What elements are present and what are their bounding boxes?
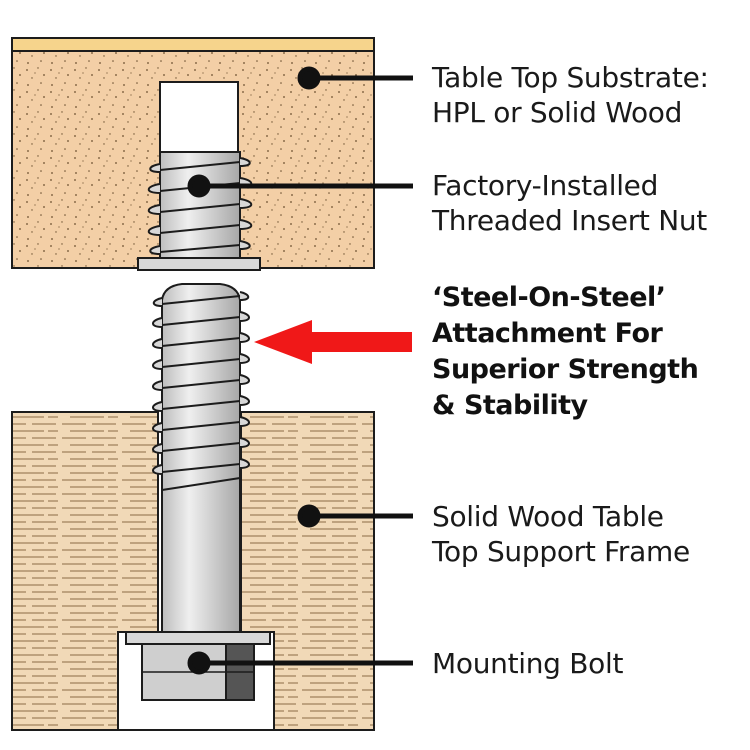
- label-insert-nut-line1: Factory-Installed: [432, 169, 659, 202]
- laminate-layer: [11, 37, 375, 52]
- label-insert-nut-line2: Threaded Insert Nut: [432, 204, 707, 237]
- threaded-insert-nut: [137, 151, 261, 271]
- label-mounting-bolt: Mounting Bolt: [432, 646, 623, 681]
- leader-lines: [187, 66, 413, 675]
- label-substrate: Table Top Substrate: HPL or Solid Wood: [432, 60, 709, 130]
- label-substrate-line1: Table Top Substrate:: [432, 61, 709, 94]
- bolt-washer: [125, 631, 271, 645]
- insert-hole: [159, 81, 239, 163]
- label-steel-on-steel: ‘Steel-On-Steel’ Attachment For Superior…: [432, 280, 699, 424]
- label-substrate-line2: HPL or Solid Wood: [432, 96, 683, 129]
- left-arrow-icon: [254, 320, 412, 364]
- label-steel-line1: ‘Steel-On-Steel’: [432, 282, 666, 313]
- label-steel-line4: & Stability: [432, 390, 588, 421]
- label-insert-nut: Factory-Installed Threaded Insert Nut: [432, 168, 707, 238]
- label-frame-line2: Top Support Frame: [432, 535, 690, 568]
- insert-flange: [137, 257, 261, 271]
- label-frame-line1: Solid Wood Table: [432, 500, 664, 533]
- label-steel-line2: Attachment For: [432, 318, 663, 349]
- label-bolt-line1: Mounting Bolt: [432, 647, 624, 680]
- label-steel-line3: Superior Strength: [432, 354, 699, 385]
- label-support-frame: Solid Wood Table Top Support Frame: [432, 499, 690, 569]
